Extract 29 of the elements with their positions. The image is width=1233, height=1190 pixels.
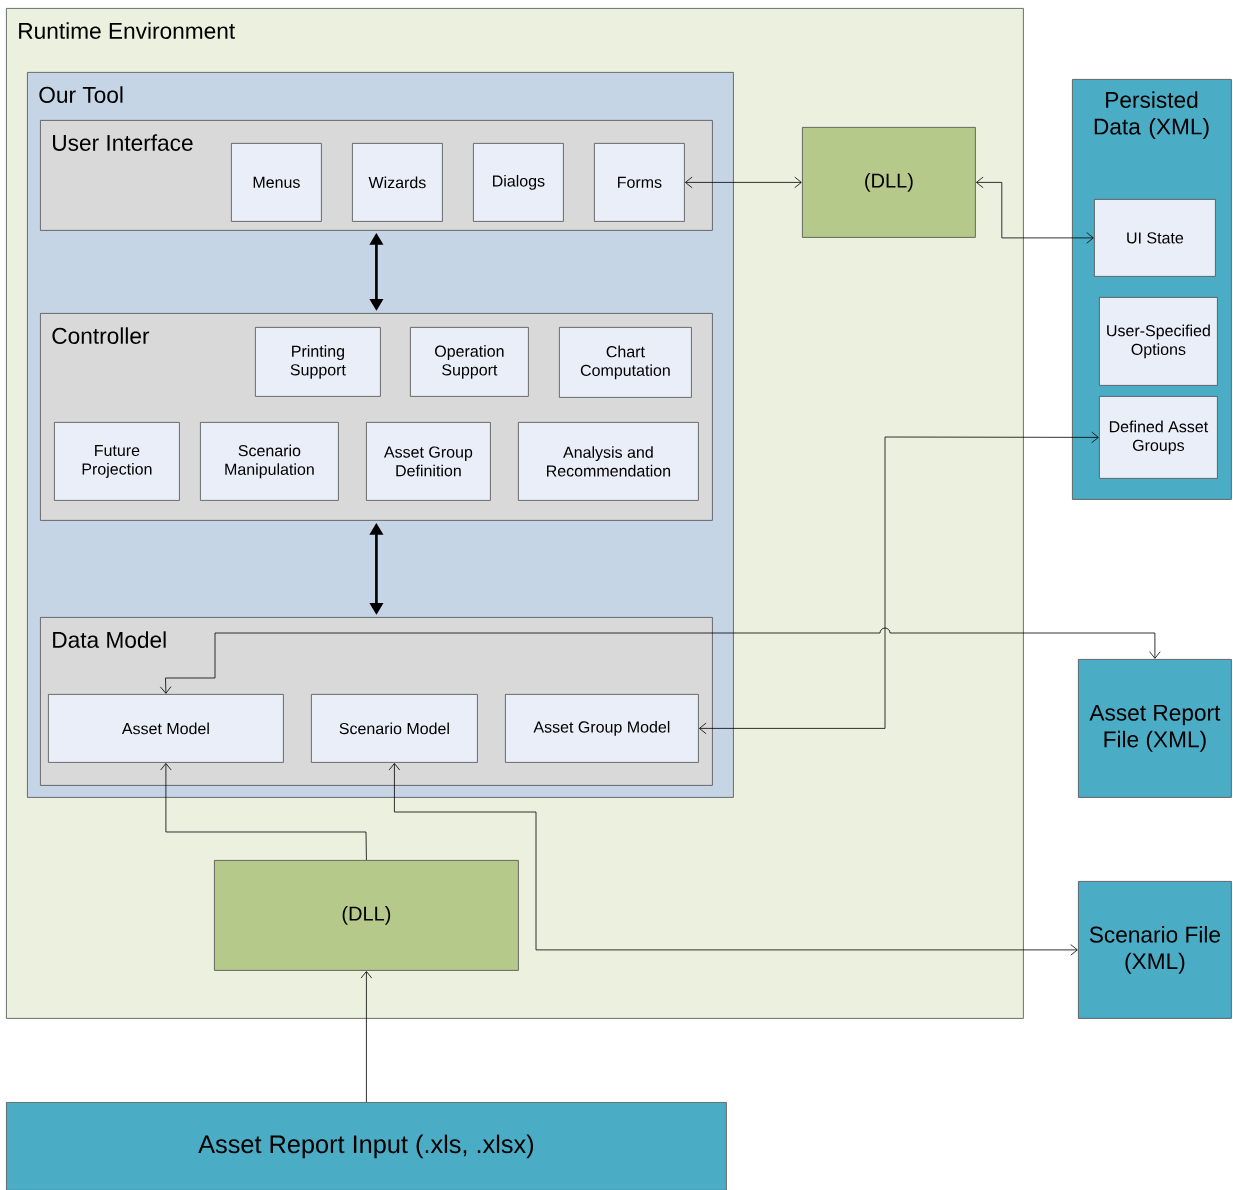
process-box: Analysis and Recommendation: [518, 422, 699, 501]
arrow: [685, 176, 802, 189]
process-box: Wizards: [352, 143, 443, 222]
process-box: Operation Support: [410, 327, 529, 397]
process-box: Asset Group Definition: [366, 422, 491, 501]
arrow: [360, 971, 373, 1103]
file-box: Asset Report File (XML): [1078, 659, 1232, 798]
arrow: [388, 763, 1078, 956]
file-box: Scenario File (XML): [1078, 881, 1232, 1019]
process-box: Chart Computation: [559, 327, 692, 398]
arrow: [699, 431, 1099, 735]
arrow: [976, 176, 1094, 244]
arrow: [160, 763, 367, 861]
process-box: Asset Group Model: [505, 694, 699, 763]
process-box: Future Projection: [54, 422, 180, 501]
process-box: Asset Model: [48, 694, 284, 763]
process-box: UI State: [1094, 199, 1216, 277]
process-box: Printing Support: [255, 327, 381, 397]
process-box: Defined Asset Groups: [1099, 396, 1218, 479]
process-box: Scenario Manipulation: [200, 422, 339, 501]
library-box: (DLL): [802, 127, 976, 238]
process-box: Forms: [594, 143, 685, 222]
process-box: Dialogs: [473, 143, 564, 222]
process-box: Scenario Model: [311, 694, 478, 763]
process-box: Menus: [231, 143, 322, 222]
process-box: User-Specified Options: [1099, 297, 1218, 386]
file-box: Asset Report Input (.xls, .xlsx): [6, 1102, 727, 1190]
library-box: (DLL): [214, 860, 519, 971]
arrow: [160, 627, 1161, 694]
